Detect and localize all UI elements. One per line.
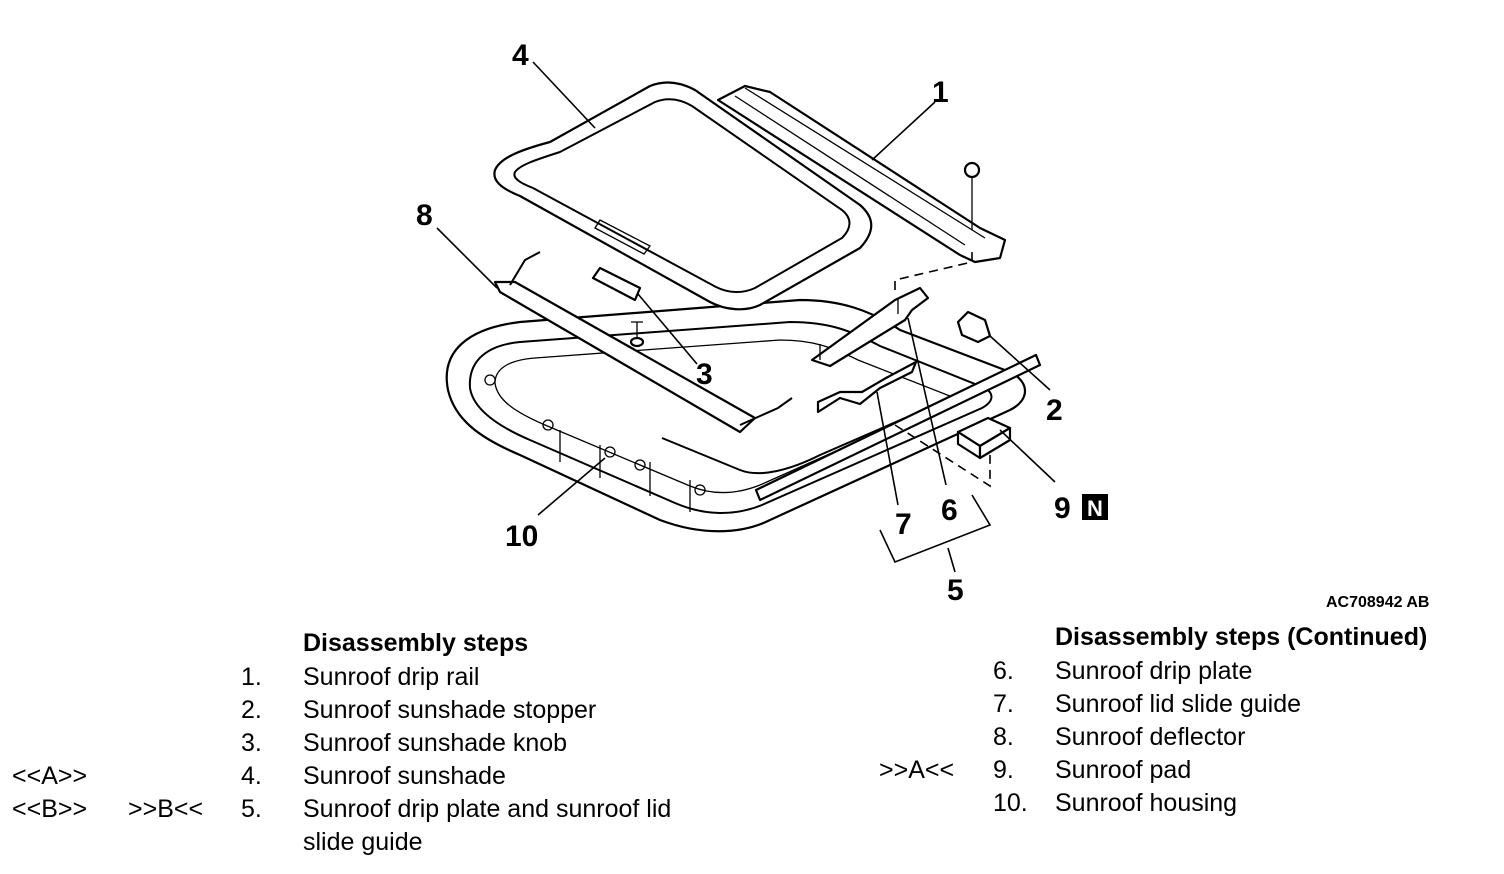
- new-part-badge: N: [1082, 494, 1108, 521]
- callout-9: 9: [1054, 492, 1071, 525]
- sunroof-deflector-part: [493, 251, 793, 434]
- sunroof-drip-rail-part: [716, 84, 1007, 264]
- callout-6: 6: [941, 494, 958, 527]
- step-label: Sunroof drip plate: [1055, 657, 1253, 685]
- installation-service-point-ref: >>B<<: [128, 795, 204, 823]
- step-label-continuation: slide guide: [303, 828, 423, 856]
- step-number: 7.: [993, 690, 1014, 718]
- step-label: Sunroof pad: [1055, 756, 1192, 784]
- callout-2: 2: [1046, 394, 1063, 427]
- step-label: Sunroof drip plate and sunroof lid: [303, 795, 672, 823]
- step-label: Sunroof sunshade stopper: [303, 696, 597, 724]
- step-number: 9.: [993, 756, 1014, 784]
- step-label: Sunroof sunshade knob: [303, 729, 568, 757]
- step-number: 10.: [993, 789, 1028, 817]
- step-number: 4.: [241, 762, 262, 790]
- step-number: 8.: [993, 723, 1014, 751]
- step-label: Sunroof lid slide guide: [1055, 690, 1301, 718]
- sunroof-sunshade-knob-part: [591, 266, 645, 348]
- left-steps-heading: Disassembly steps: [303, 629, 529, 657]
- callout-8: 8: [416, 199, 433, 232]
- step-label: Sunroof deflector: [1055, 723, 1246, 751]
- step-number: 5.: [241, 795, 262, 823]
- removal-service-point-ref: <<A>>: [12, 762, 88, 790]
- callout-1: 1: [932, 76, 949, 109]
- diagram-reference-code: AC708942 AB: [1326, 594, 1429, 611]
- callout-5: 5: [947, 574, 964, 607]
- step-label: Sunroof housing: [1055, 789, 1238, 817]
- callout-4: 4: [512, 39, 529, 72]
- step-number: 2.: [241, 696, 262, 724]
- right-steps-heading: Disassembly steps (Continued): [1055, 623, 1428, 651]
- callout-10: 10: [505, 520, 538, 553]
- step-number: 1.: [241, 663, 262, 691]
- installation-service-point-ref: >>A<<: [879, 756, 955, 784]
- step-label: Sunroof drip rail: [303, 663, 480, 691]
- sunroof-drip-plate-part: [810, 286, 930, 368]
- exploded-view-diagram: 4 1 8 3 2 9 N 7 6 10 5 AC708942 AB: [416, 39, 1429, 611]
- step-label: Sunroof sunshade: [303, 762, 506, 790]
- sunroof-sunshade-stopper-part: [956, 310, 992, 344]
- sunroof-sunshade-part: [493, 81, 873, 311]
- callout-3: 3: [696, 358, 713, 391]
- removal-service-point-ref: <<B>>: [12, 795, 88, 823]
- callout-7: 7: [895, 508, 912, 541]
- new-part-badge-letter: N: [1087, 496, 1103, 521]
- step-number: 3.: [241, 729, 262, 757]
- leader-lines: [436, 61, 1056, 573]
- step-number: 6.: [993, 657, 1014, 685]
